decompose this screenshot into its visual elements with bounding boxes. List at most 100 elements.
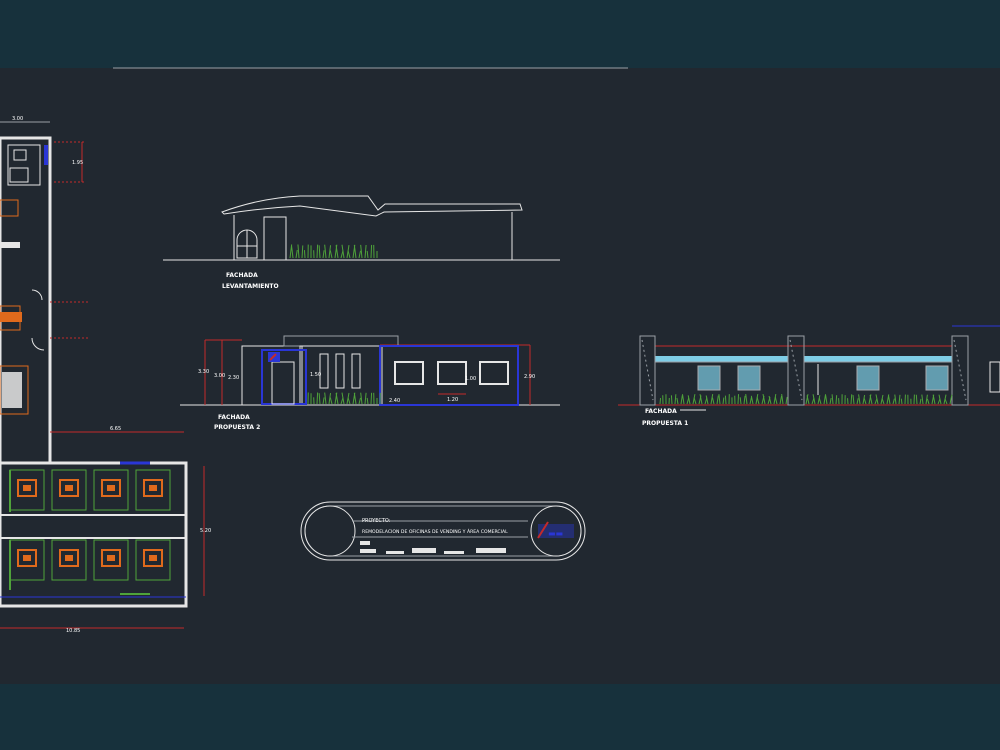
plant-stem [869,394,873,405]
plant-stem [316,392,319,405]
label-levantamiento-2: LEVANTAMIENTO [222,283,279,290]
plant-stem [743,395,746,405]
plant-stem [366,250,369,259]
plant-stem [749,397,752,405]
plant-stem [680,395,683,405]
plant-stem [341,392,345,405]
plant-stem [921,394,924,405]
plant-stem [711,397,715,405]
plant-stem [370,244,373,259]
label-levantamiento-1: FACHADA [226,272,258,279]
bottom-band [0,684,1000,750]
plant-stem [898,394,901,405]
plant-stem [710,394,714,405]
dim-window-width: 1.20 [447,397,458,403]
plant-stem [722,397,725,405]
plant-stem [825,395,828,405]
workstation-desk [93,469,129,511]
elevation-levantamiento[interactable] [163,195,560,261]
plant-stem [817,395,821,405]
plant-stem [681,394,685,405]
plant-stem [303,250,306,259]
plant-stem [659,398,662,405]
plant-stem [335,392,339,405]
plant-stem [347,250,351,259]
plant-stem [892,398,895,405]
chair-seat [65,485,73,491]
title-block-project: REMODELACION DE OFICINAS DE VENDING Y ÁR… [362,528,508,535]
plant-stem [949,394,953,405]
dim-door: 1.50 [310,372,321,378]
plant-stem [670,395,673,405]
plant-stem [341,244,345,259]
chair-seat [23,485,31,491]
plant-stem [812,394,816,405]
chair-seat [107,485,115,491]
plant-stem [831,394,834,405]
plant-stem [335,245,339,259]
plant-stem [366,397,369,405]
plant-stem [295,249,298,259]
plant-stem [863,398,867,405]
office-chair [143,479,163,497]
plant-stem [768,395,772,405]
plant-stem [925,394,928,405]
plant-stem [329,250,333,259]
plant-stem [944,398,948,405]
plant-stem [755,393,759,405]
label-propuesta1-2: PROPUESTA 1 [642,420,688,427]
office-chair [101,549,121,567]
plant-stem [774,396,778,405]
plant-stem [676,397,679,405]
dim-side: 1.95 [72,160,83,166]
plant-stem [705,395,709,405]
chair-seat [107,555,115,561]
elevation-propuesta2[interactable] [180,335,560,406]
plant-stem [805,394,809,405]
plant-stem [693,397,697,405]
plant-stem [781,393,784,405]
plant-stem [756,397,760,405]
plant-stem [687,395,691,405]
office-chair [59,479,79,497]
plant-stem [316,244,319,259]
plant-stem [353,244,357,259]
plant-stem [364,244,367,259]
plant-stem [328,393,332,405]
workstation-desk [51,469,87,511]
elevation-propuesta1[interactable] [618,325,1000,411]
top-band [0,0,1000,68]
title-block-signature [360,541,506,554]
dim-top: 3.00 [12,116,23,122]
logo-text: ▬▬ [548,529,563,538]
plant-stem [773,393,777,405]
plant-stem [858,394,861,405]
plant-stem [887,394,891,405]
plant-stem [301,245,304,259]
label-propuesta2-1: FACHADA [218,414,250,421]
office-chair [101,479,121,497]
dim-height-outer: 3.30 [198,369,209,375]
workstation-desk [135,469,171,511]
drawing-canvas[interactable] [0,68,1000,684]
workstation-desk [9,469,45,511]
dim-height-inner: 3.00 [214,373,225,379]
plant-stem [932,394,936,405]
plant-stem [360,392,363,405]
door-levantamiento [263,216,287,261]
chair-seat [149,485,157,491]
floor-plan[interactable]: 3.00 1.95 6.65 5.20 10.85 [0,116,211,634]
dim-bottom: 2.40 [389,398,400,404]
plant-stem [737,394,740,405]
chair-seat [65,555,73,561]
title-block[interactable]: ▬▬ [300,501,586,561]
office-chair [17,549,37,567]
plants-propuesta1 [659,393,953,405]
plant-stem [358,397,361,405]
workstation-desk [9,539,45,581]
plant-stem [806,395,810,405]
plant-stem [322,250,325,259]
dim-width: 6.65 [110,426,121,432]
plant-stem [699,394,703,405]
